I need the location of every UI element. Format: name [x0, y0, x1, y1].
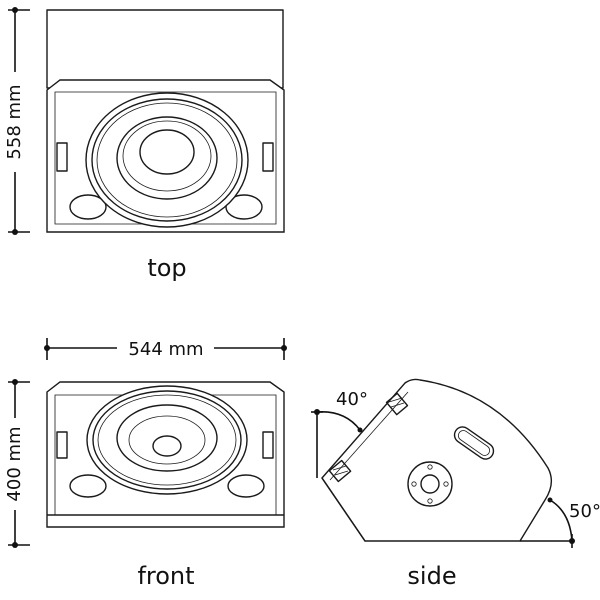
side-view-vent-bottom: [328, 459, 352, 483]
front-height-label: 400 mm: [4, 426, 25, 501]
side-view-vent-top: [385, 392, 409, 416]
top-view: [46, 9, 285, 233]
top-view-port-left: [69, 194, 107, 220]
front-view-woofer: [86, 385, 248, 495]
side-angle-lower: 50°: [520, 497, 600, 548]
side-view-cabinet: [321, 378, 553, 542]
side-view: [321, 378, 553, 542]
top-view-port-right: [225, 194, 263, 220]
front-width-dimension: 544 mm: [44, 338, 287, 360]
front-view: [46, 381, 285, 528]
front-view-handle-left: [56, 431, 68, 459]
side-angle-upper: 40°: [311, 389, 368, 478]
front-height-dimension: 400 mm: [4, 379, 30, 548]
front-view-port-left: [69, 474, 107, 498]
top-view-rear-panel: [46, 9, 284, 89]
front-view-handle-right: [262, 431, 274, 459]
top-view-handle-left: [56, 142, 68, 172]
top-view-label: top: [147, 254, 186, 282]
front-width-label: 544 mm: [128, 339, 203, 360]
front-view-port-right: [227, 474, 265, 498]
side-view-label: side: [407, 562, 456, 590]
side-view-handle: [453, 426, 495, 460]
top-depth-dimension: 558 mm: [4, 7, 30, 235]
top-depth-label: 558 mm: [4, 84, 25, 159]
top-view-handle-right: [262, 142, 274, 172]
top-view-woofer: [85, 92, 249, 228]
side-view-pole-socket: [407, 461, 453, 507]
front-view-label: front: [137, 562, 194, 590]
side-angle-lower-label: 50°: [569, 501, 600, 522]
side-angle-upper-label: 40°: [336, 389, 368, 410]
